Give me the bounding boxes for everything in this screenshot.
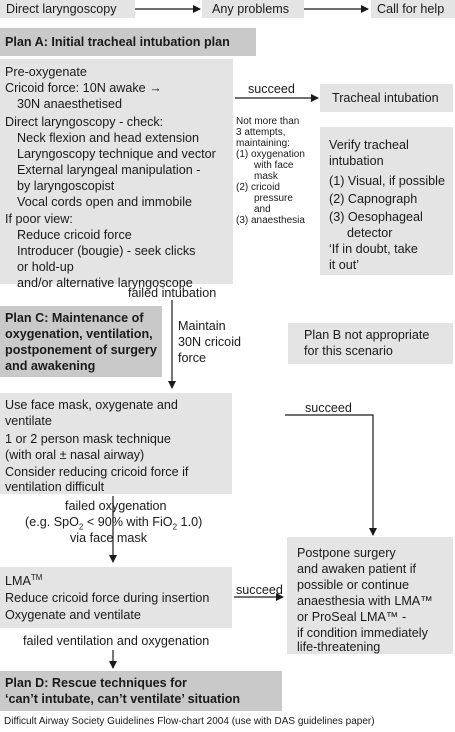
attempts-line: Not more than [236, 116, 300, 127]
maintain-line: 30N cricoid [178, 335, 241, 349]
failed-ventilation-label: failed ventilation and oxygenation [23, 634, 210, 648]
plan-c-box: Plan C: Maintenance of oxygenation, vent… [0, 306, 162, 377]
attempts-line: and [254, 204, 271, 215]
plan-a-line: Pre-oxygenate [5, 65, 87, 79]
header-step-label: Direct laryngoscopy [6, 2, 117, 16]
lma-line: Oxygenate and ventilate [5, 608, 141, 622]
plan-c-line: Plan C: Maintenance of [5, 311, 144, 325]
plan-a-line: and/or alternative laryngoscope [17, 276, 193, 290]
header-step-help: Call for help [371, 0, 455, 18]
plan-c-line: oxygenation, ventilation, [5, 327, 153, 341]
postpone-box: Postpone surgery and awaken patient if p… [287, 537, 453, 654]
plan-a-title-box: Plan A: Initial tracheal intubation plan [0, 28, 256, 56]
verify-line: intubation [329, 154, 384, 168]
plan-d-box: Plan D: Rescue techniques for ‘can’t int… [0, 671, 282, 711]
lma-line: Reduce cricoid force during insertion [5, 591, 210, 605]
plan-a-line: by laryngoscopist [17, 179, 115, 193]
verify-line: (3) Oesophageal [329, 210, 423, 224]
failed-oxygenation-label: failed oxygenation [65, 499, 167, 513]
postpone-line: and awaken patient if [297, 562, 417, 576]
attempts-line: (1) oxygenation [236, 149, 305, 160]
verify-line: (1) Visual, if possible [329, 174, 445, 188]
attempts-note: Not more than 3 attempts, maintaining: (… [236, 116, 320, 266]
verify-line: ‘If in doubt, take [329, 242, 418, 256]
lma-title: LMATM [5, 572, 43, 588]
attempts-line: maintaining: [236, 138, 290, 149]
postpone-line: if condition immediately [297, 626, 428, 640]
postpone-line: anaesthesia with LMA™ [297, 594, 433, 608]
attempts-line: mask [254, 171, 278, 182]
plan-a-line: Introducer (bougie) - seek clicks [17, 244, 196, 258]
plan-a-line: Reduce cricoid force [17, 228, 132, 242]
attempts-line: pressure [254, 193, 293, 204]
plan-a-line: If poor view: [5, 212, 73, 226]
face-mask-box: Use face mask, oxygenate and ventilate 1… [0, 393, 232, 494]
succeed-label: succeed [305, 401, 352, 415]
plan-a-line: or hold-up [17, 260, 74, 274]
verify-line: (2) Capnograph [329, 192, 418, 206]
plan-d-line: ‘can’t intubate, can’t ventilate’ situat… [5, 692, 241, 706]
attempts-line: 3 attempts, [236, 127, 286, 138]
plan-a-line: Neck flexion and head extension [17, 131, 200, 145]
plan-a-title: Plan A: Initial tracheal intubation plan [5, 35, 230, 49]
header-step-laryngoscopy: Direct laryngoscopy [0, 0, 135, 18]
plan-c-line: and awakening [5, 359, 96, 373]
attempts-line: (2) cricoid [236, 182, 280, 193]
postpone-line: possible or continue [297, 578, 410, 592]
failed-intubation-label: failed intubation [128, 286, 217, 300]
maintain-line: Maintain [178, 319, 226, 333]
postpone-line: Postpone surgery [297, 546, 396, 560]
failed-oxygenation-label: via face mask [70, 531, 147, 545]
plan-a-box: Pre-oxygenate Cricoid force: 10N awake →… [0, 59, 233, 290]
plan-a-line: Direct laryngoscopy - check: [5, 115, 164, 129]
face-mask-line: (with oral ± nasal airway) [5, 448, 145, 462]
plan-a-line: External laryngeal manipulation - [17, 163, 201, 177]
face-mask-line: ventilation difficult [5, 480, 105, 494]
attempts-line: with face [254, 160, 294, 171]
plan-b-line: Plan B not appropriate [304, 328, 430, 342]
failed-oxygenation-criteria: (e.g. SpO2 < 90% with FiO2 1.0) [25, 515, 203, 532]
succeed-label: succeed [248, 82, 295, 96]
postpone-line: or ProSeal LMA™ - [297, 610, 407, 624]
plan-c-line: postponement of surgery [5, 343, 157, 357]
arrow-succeed-postpone [285, 414, 377, 536]
face-mask-line: Use face mask, oxygenate and [5, 398, 178, 412]
plan-a-line: Cricoid force: 10N awake → [5, 81, 162, 95]
plan-a-line: Vocal cords open and immobile [17, 195, 193, 209]
plan-d-line: Plan D: Rescue techniques for [5, 676, 187, 690]
face-mask-line: 1 or 2 person mask technique [5, 432, 171, 446]
header-step-label: Any problems [212, 2, 289, 16]
attempts-line: (3) anaesthesia [236, 215, 305, 226]
plan-b-box: Plan B not appropriate for this scenario [288, 323, 453, 364]
verify-line: it out’ [329, 258, 360, 272]
face-mask-line: ventilate [5, 414, 52, 428]
succeed-label: succeed [236, 583, 283, 597]
verify-line: detector [347, 226, 393, 240]
tracheal-intubation-box: Tracheal intubation [320, 84, 453, 112]
footer-caption: Difficult Airway Society Guidelines Flow… [4, 716, 375, 727]
verify-box: Verify tracheal intubation (1) Visual, i… [320, 127, 453, 275]
tracheal-intubation-label: Tracheal intubation [332, 91, 439, 105]
plan-a-line: 30N anaesthetised [17, 97, 123, 111]
lma-box: LMATM Reduce cricoid force during insert… [0, 567, 232, 628]
maintain-line: force [178, 351, 206, 365]
verify-line: Verify tracheal [329, 138, 409, 152]
postpone-line: life-threatening [297, 640, 381, 654]
plan-b-line: for this scenario [304, 344, 393, 358]
plan-a-line: Laryngoscopy technique and vector [17, 147, 216, 161]
face-mask-line: Consider reducing cricoid force if [5, 465, 189, 479]
header-step-problems: Any problems [202, 0, 304, 18]
header-step-label: Call for help [377, 2, 445, 16]
